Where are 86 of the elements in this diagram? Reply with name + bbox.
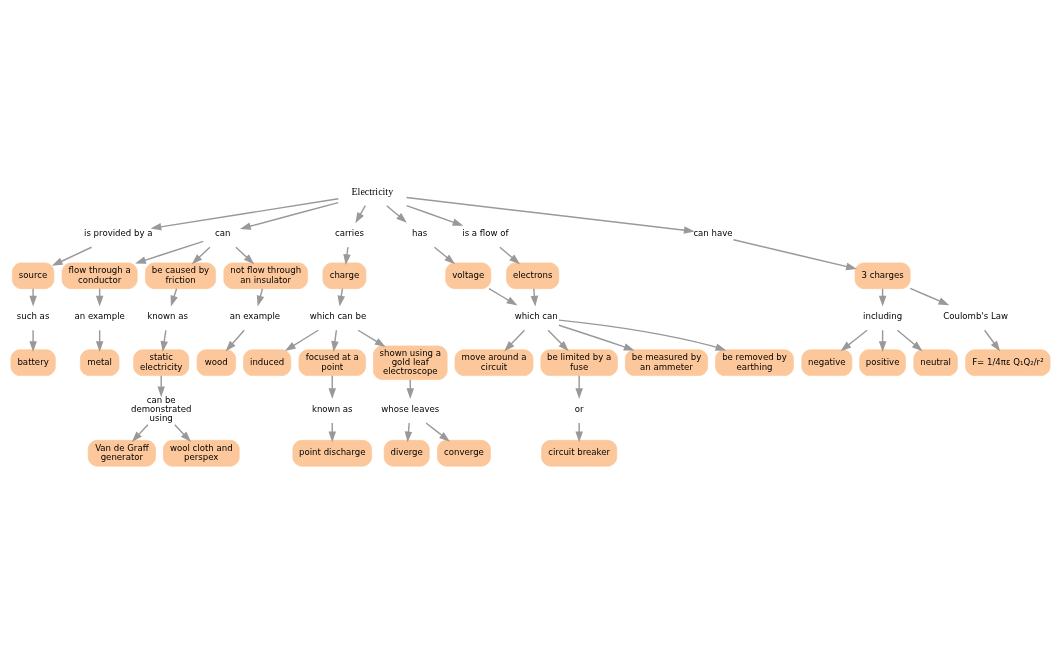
node-box: static electricity xyxy=(133,349,190,376)
node-text: can be demonstrated using xyxy=(130,394,192,424)
node-box: be limited by a fuse xyxy=(540,349,618,376)
arrow xyxy=(135,240,204,264)
arrow xyxy=(29,329,37,352)
node-box: F= 1/4πε Q₁Q₂/r² xyxy=(965,349,1051,376)
node-box: negative xyxy=(801,349,853,376)
node-text: can xyxy=(215,228,231,239)
node-text: such as xyxy=(16,311,50,322)
node-box: voltage xyxy=(445,262,492,289)
arrow xyxy=(840,329,868,352)
arrow xyxy=(575,375,583,400)
node-text: Coulomb's Law xyxy=(943,311,1009,322)
node-box: charge xyxy=(322,262,367,289)
arrow xyxy=(157,375,165,398)
node-box: be removed by earthing xyxy=(715,349,794,376)
arrow xyxy=(174,424,192,442)
node-text: which can be xyxy=(309,311,367,322)
node-text: is provided by a xyxy=(84,228,153,239)
arrow xyxy=(343,246,351,266)
node-box: diverge xyxy=(383,440,430,467)
node-box: metal xyxy=(79,349,120,376)
node-text: is a flow of xyxy=(462,228,509,239)
arrow xyxy=(131,424,149,442)
node-text: or xyxy=(574,404,584,415)
arrow xyxy=(404,422,413,443)
arrow xyxy=(405,204,464,226)
arrow xyxy=(433,246,456,265)
arrow xyxy=(405,196,695,234)
node-box: positive xyxy=(859,349,906,376)
node-box: wood xyxy=(196,349,236,376)
arrow xyxy=(337,288,345,307)
node-box: circuit breaker xyxy=(541,440,618,467)
arrow xyxy=(191,246,211,265)
node-box: converge xyxy=(437,440,491,467)
arrow xyxy=(909,287,950,306)
arrow xyxy=(983,329,1001,352)
node-text: can have xyxy=(693,228,733,239)
node-box: be caused by friction xyxy=(145,262,216,289)
node-text: an example xyxy=(229,311,281,322)
arrow xyxy=(235,246,255,265)
node-text: has xyxy=(411,228,428,239)
node-text: whose leaves xyxy=(381,404,440,415)
node-box: wool cloth and perspex xyxy=(163,440,240,467)
node-text: known as xyxy=(311,404,353,415)
arrow xyxy=(425,422,450,442)
arrow xyxy=(386,205,407,223)
arrow xyxy=(284,329,319,351)
node-text: known as xyxy=(147,311,188,322)
node-box: move around a circuit xyxy=(454,349,534,376)
arrow xyxy=(51,246,93,266)
node-text: Electricity xyxy=(351,186,394,198)
node-text: an example xyxy=(74,311,125,322)
node-box: be measured by an ammeter xyxy=(624,349,708,376)
node-text: carries xyxy=(334,228,364,239)
node-box: electrons xyxy=(506,262,560,289)
arrow xyxy=(504,329,526,352)
arrow xyxy=(357,329,386,347)
node-box: shown using a gold leaf electroscope xyxy=(373,345,448,380)
node-box: not flow through an insulator xyxy=(223,262,308,289)
node-box: neutral xyxy=(913,349,958,376)
arrow xyxy=(355,205,367,224)
arrow xyxy=(331,329,339,352)
arrow xyxy=(256,288,265,307)
node-box: focused at a point xyxy=(298,349,366,376)
node-text: which can xyxy=(514,311,558,322)
node-box: Van de Graff generator xyxy=(87,440,156,467)
node-box: source xyxy=(12,262,55,289)
arrow xyxy=(225,329,245,352)
arrow xyxy=(575,422,583,443)
node-box: induced xyxy=(243,349,292,376)
arrow xyxy=(160,329,168,352)
arrow xyxy=(29,288,37,307)
arrow xyxy=(150,198,340,231)
arrow xyxy=(896,329,923,352)
arrow xyxy=(732,239,857,271)
node-text: including xyxy=(863,311,903,322)
node-box: battery xyxy=(10,349,56,376)
arrow xyxy=(547,329,569,352)
node-box: flow through a conductor xyxy=(61,262,138,289)
arrow xyxy=(499,246,520,265)
arrow xyxy=(488,288,518,306)
arrow xyxy=(530,288,539,307)
node-box: point discharge xyxy=(292,440,372,467)
arrow xyxy=(240,201,339,230)
node-box: 3 charges xyxy=(854,262,911,289)
